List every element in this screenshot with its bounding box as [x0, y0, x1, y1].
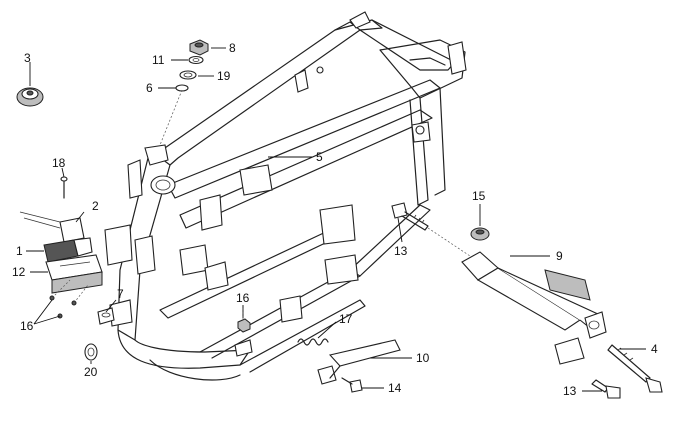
part-15-bushing — [470, 227, 490, 241]
part-14-bolt — [341, 377, 363, 393]
callout-8: 8 — [229, 41, 236, 55]
part-9-mainstand — [461, 251, 607, 365]
callout-16: 16 — [236, 291, 250, 305]
part-21-washer — [84, 343, 98, 361]
callout-9: 9 — [556, 249, 563, 263]
part-1-connector — [43, 237, 93, 263]
part-13-bolt-upper — [391, 202, 429, 231]
leader-lines — [26, 47, 646, 392]
callout-20: 19 — [217, 69, 231, 83]
part-20-washer — [179, 70, 197, 80]
callout-11: 11 — [152, 53, 165, 67]
callout-10: 10 — [416, 351, 430, 365]
part-2-relay — [19, 211, 85, 243]
callout-14: 14 — [388, 381, 402, 395]
part-7-clip — [97, 307, 115, 325]
part-8-nut — [189, 39, 209, 56]
part-17-screws — [49, 279, 89, 319]
callout-19: 18 — [52, 156, 66, 170]
callout-3: 3 — [24, 51, 31, 65]
part-16-nut — [237, 318, 251, 333]
callout-6: 6 — [146, 81, 153, 95]
callout-7: 7 — [117, 287, 124, 301]
part-18-spring — [297, 338, 329, 346]
part-11-washer — [188, 55, 204, 65]
callout-2: 2 — [92, 199, 99, 213]
callout-labels: 3 8 11 19 6 5 18 2 1 12 16 7 20 16 17 10… — [12, 41, 658, 398]
callout-17: 16 — [20, 319, 34, 333]
part-13-bolt-lower — [591, 379, 621, 399]
callout-21: 20 — [84, 365, 98, 379]
callout-1: 1 — [16, 244, 23, 258]
part-4-long-bolt — [607, 344, 663, 393]
callout-13-upper: 13 — [394, 244, 408, 258]
part-12-module — [45, 254, 103, 294]
callout-4: 4 — [651, 342, 658, 356]
callout-13-lower: 13 — [563, 384, 577, 398]
part-19-screw — [60, 176, 68, 199]
callout-15: 15 — [472, 189, 486, 203]
main-frame — [104, 11, 467, 381]
part-10-sidestand — [317, 339, 401, 385]
callout-5: 5 — [316, 150, 323, 164]
callout-12: 12 — [12, 265, 26, 279]
part-3-grommet — [16, 87, 44, 107]
callout-18: 17 — [339, 312, 353, 326]
